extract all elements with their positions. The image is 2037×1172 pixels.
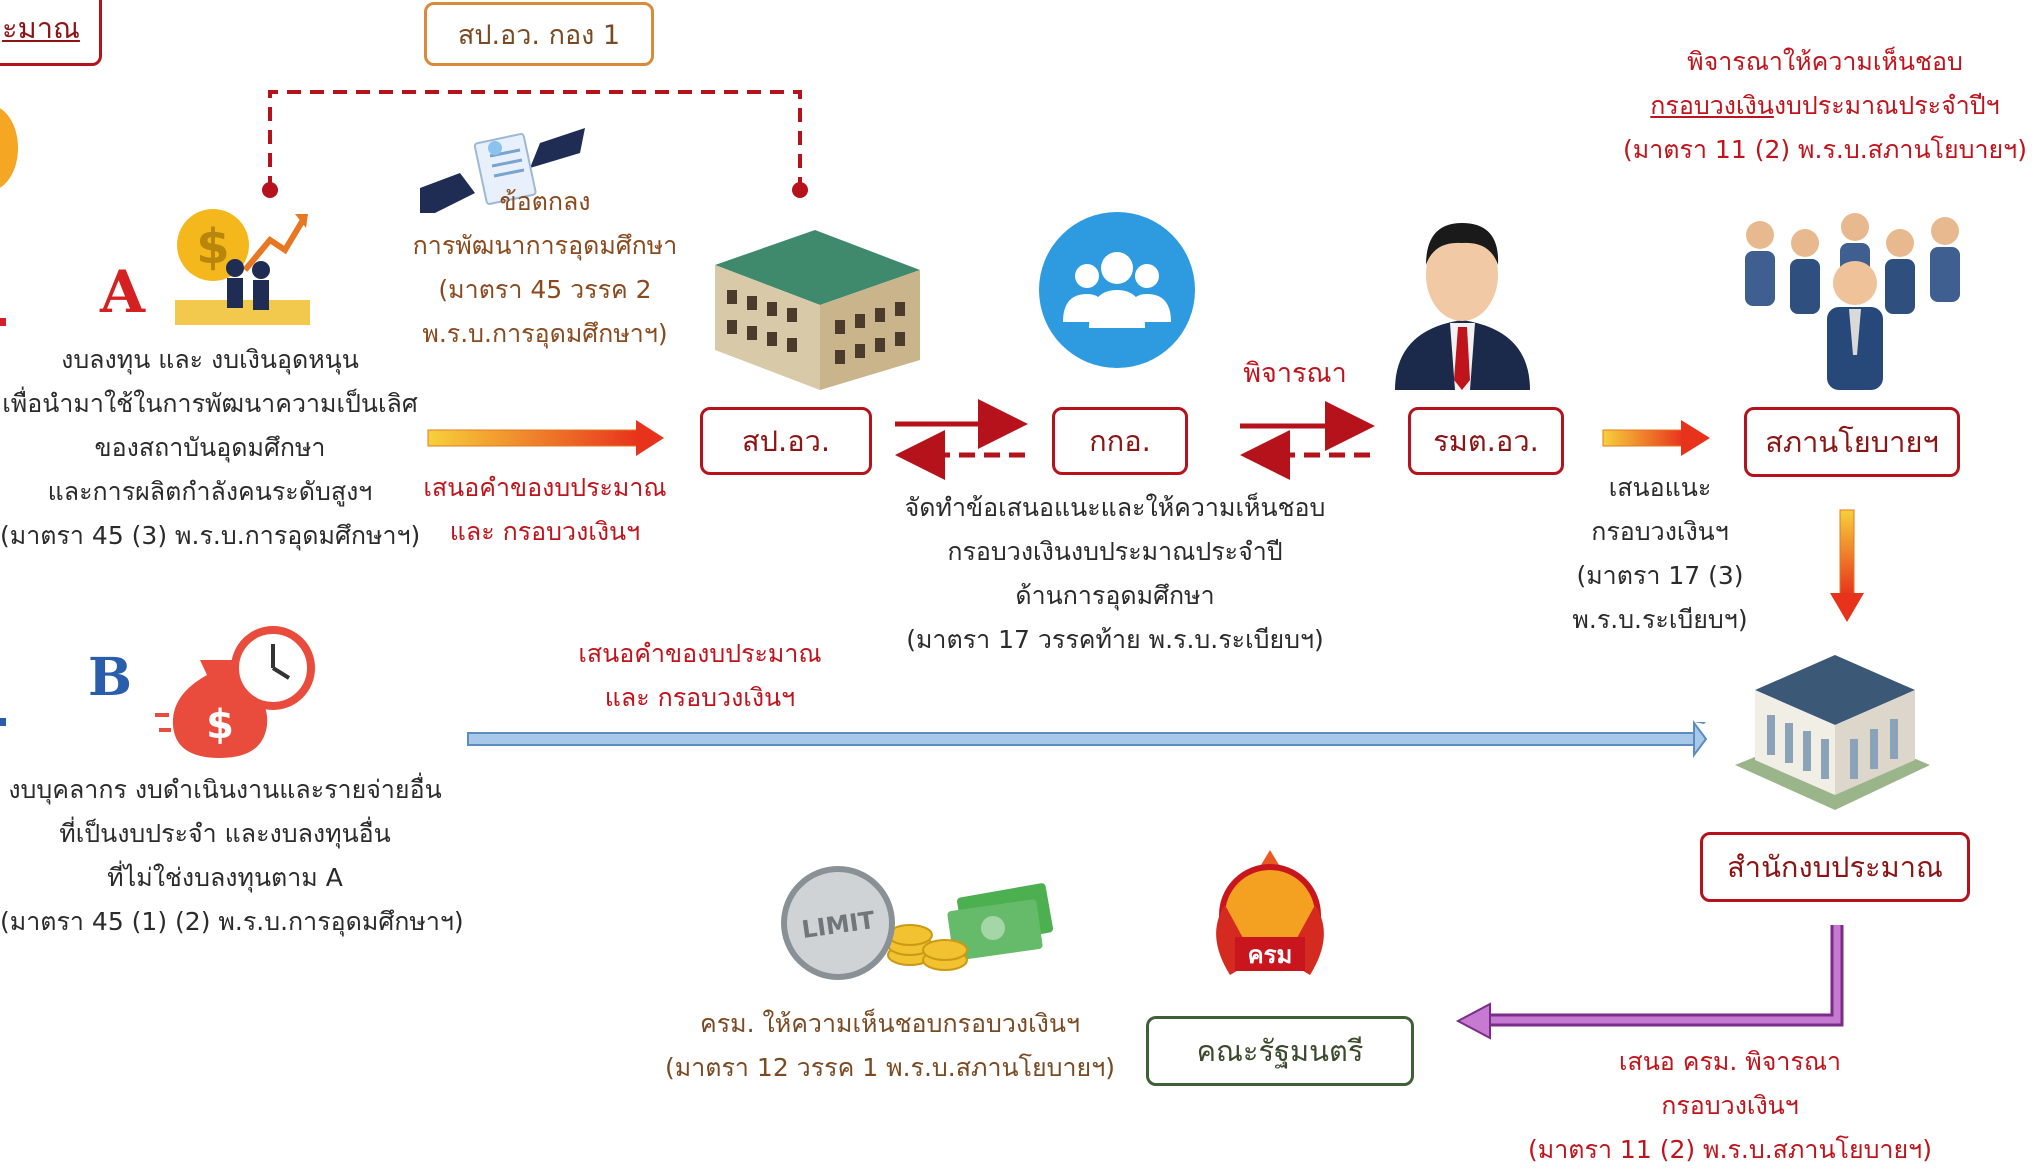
budget-b-line: (มาตรา 45 (1) (2) พ.ร.บ.การอุดมศึกษาฯ) [0,907,464,936]
people-group-icon [1039,212,1195,368]
box-rmt-label: รมต.อว. [1433,424,1539,458]
letter-b-text: B [88,647,132,708]
orange-circle-icon [0,105,18,191]
box-kko: กกอ. [1052,407,1188,475]
agreement-line: การพัฒนาการอุดมศึกษา [412,231,678,260]
propose-cabinet-line: เสนอ ครม. พิจารณา [1618,1047,1842,1076]
propose-cabinet-text: เสนอ ครม. พิจารณา กรอบวงเงินฯ (มาตรา 11 … [1500,1040,1960,1172]
letter-b-icon: B [88,650,132,706]
minister-avatar-icon [1395,223,1530,390]
dept-box-top: สป.อว. กอง 1 [424,2,654,66]
kko-desc-line: ด้านการอุดมศึกษา [1015,581,1215,610]
krm-emblem-text: ครม [1248,941,1293,969]
cabinet-approve-line: ครม. ให้ความเห็นชอบกรอบวงเงินฯ [699,1009,1081,1038]
cabinet-approve-text: ครม. ให้ความเห็นชอบกรอบวงเงินฯ (มาตรา 12… [665,1002,1115,1090]
arrow-b-to-budget-office [467,720,1708,758]
box-policy-label: สภานโยบายฯ [1765,425,1939,459]
agreement-text: ข้อตกลง การพัฒนาการอุดมศึกษา (มาตรา 45 ว… [395,180,695,356]
budget-a-line: งบลงทุน และ งบเงินอุดหนุน [61,345,359,374]
council-people-icon [1745,213,1960,390]
box-kko-label: กกอ. [1089,424,1151,458]
left-arrow-marker-icon [0,718,6,726]
letter-a-text: A [100,258,146,326]
box-budget-office: สำนักงบประมาณ [1700,832,1970,902]
recommend-line: (มาตรา 17 (3) [1576,561,1744,590]
investment-money-icon: $ [175,209,310,325]
propose-b-line: และ กรอบวงเงินฯ [604,683,796,712]
policy-top-line: กรอบวงเงินงบประมาณประจำปีฯ [1620,84,2030,128]
arrow-a-to-spow [427,420,664,456]
policy-top-underlined: กรอบวงเงิน [1650,91,1774,120]
propose-b-text: เสนอคำของบประมาณ และ กรอบวงเงินฯ [555,632,845,720]
consider-label: พิจารณา [1243,358,1347,389]
budget-b-line: ที่เป็นงบประจำ และงบลงทุนอื่น [59,819,391,848]
budget-b-text: งบบุคลากร งบดำเนินงานและรายจ่ายอื่น ที่เ… [0,768,464,944]
letter-a-icon: A [100,262,145,322]
agreement-line: ข้อตกลง [499,187,591,216]
policy-top-line: พิจารณาให้ความเห็นชอบ [1687,47,1963,76]
policy-top-text: พิจารณาให้ความเห็นชอบ กรอบวงเงินงบประมาณ… [1620,40,2030,172]
dept-box-top-label: สป.อว. กอง 1 [457,19,621,51]
budget-b-line: ที่ไม่ใช่งบลงทุนตาม A [107,863,343,892]
recommend-line: เสนอแนะ [1608,473,1712,502]
kko-description: จัดทำข้อเสนอแนะและให้ความเห็นชอบ กรอบวงเ… [880,486,1350,662]
box-spow: สป.อว. [700,407,872,475]
cabinet-approve-line: (มาตรา 12 วรรค 1 พ.ร.บ.สภานโยบายฯ) [665,1053,1115,1082]
limit-money-icon: LIMIT [781,866,1054,980]
arrow-rmt-to-policy [1602,420,1710,456]
kko-desc-line: (มาตรา 17 วรรคท้าย พ.ร.บ.ระเบียบฯ) [906,625,1324,654]
policy-top-line: (มาตรา 11 (2) พ.ร.บ.สภานโยบายฯ) [1623,135,2027,164]
agreement-line: (มาตรา 45 วรรค 2 [438,275,652,304]
budget-a-line: ของสถาบันอุดมศึกษา [94,433,326,462]
handshake-document-icon [420,128,585,213]
propose-cabinet-line: กรอบวงเงินฯ [1661,1091,1799,1120]
recommend-text: เสนอแนะ กรอบวงเงินฯ (มาตรา 17 (3) พ.ร.บ.… [1540,466,1780,642]
bracket-dot-right [792,182,808,198]
recommend-line: พ.ร.บ.ระเบียบฯ) [1572,605,1748,634]
ministry-building-icon [715,230,920,390]
recommend-line: กรอบวงเงินฯ [1591,517,1729,546]
bracket-dot-left [262,182,278,198]
budget-a-line: (มาตรา 45 (3) พ.ร.บ.การอุดมศึกษาฯ) [0,521,421,550]
policy-top-rest: งบประมาณประจำปีฯ [1773,91,2000,120]
box-policy: สภานโยบายฯ [1744,407,1960,477]
box-cabinet-label: คณะรัฐมนตรี [1196,1034,1364,1068]
propose-b-line: เสนอคำของบประมาณ [578,639,822,668]
budget-a-line: เพื่อนำมาใช้ในการพัฒนาความเป็นเลิศ [2,389,418,418]
top-left-box: ะมาณ [0,0,102,66]
propose-a-line: และ กรอบวงเงินฯ [449,517,641,546]
budget-office-building-icon [1735,655,1930,810]
left-arrow-marker-icon [0,318,6,326]
arrow-policy-to-budget-office [1830,509,1864,622]
budget-a-line: และการผลิตกำลังคนระดับสูงฯ [47,477,373,506]
propose-a-text: เสนอคำของบประมาณ และ กรอบวงเงินฯ [400,466,690,554]
box-budget-office-label: สำนักงบประมาณ [1727,850,1943,884]
money-bag-clock-icon: $ [155,626,315,758]
kko-desc-line: กรอบวงเงินงบประมาณประจำปี [947,537,1283,566]
budget-b-line: งบบุคลากร งบดำเนินงานและรายจ่ายอื่น [8,775,442,804]
agreement-bracket [268,90,802,190]
box-rmt: รมต.อว. [1408,407,1564,475]
svg-text:$: $ [206,702,234,748]
propose-a-line: เสนอคำของบประมาณ [423,473,667,502]
top-left-label: ะมาณ [2,11,80,45]
propose-cabinet-line: (มาตรา 11 (2) พ.ร.บ.สภานโยบายฯ) [1528,1135,1932,1164]
box-cabinet: คณะรัฐมนตรี [1146,1016,1414,1086]
kko-desc-line: จัดทำข้อเสนอแนะและให้ความเห็นชอบ [904,493,1326,522]
agreement-line: พ.ร.บ.การอุดมศึกษาฯ) [422,319,668,348]
svg-text:$: $ [196,219,229,275]
cabinet-emblem-icon: ครม [1216,850,1324,975]
budget-a-text: งบลงทุน และ งบเงินอุดหนุน เพื่อนำมาใช้ใน… [0,338,420,558]
box-spow-label: สป.อว. [741,424,831,458]
arrow-budget-office-to-cabinet [1455,925,1844,1040]
